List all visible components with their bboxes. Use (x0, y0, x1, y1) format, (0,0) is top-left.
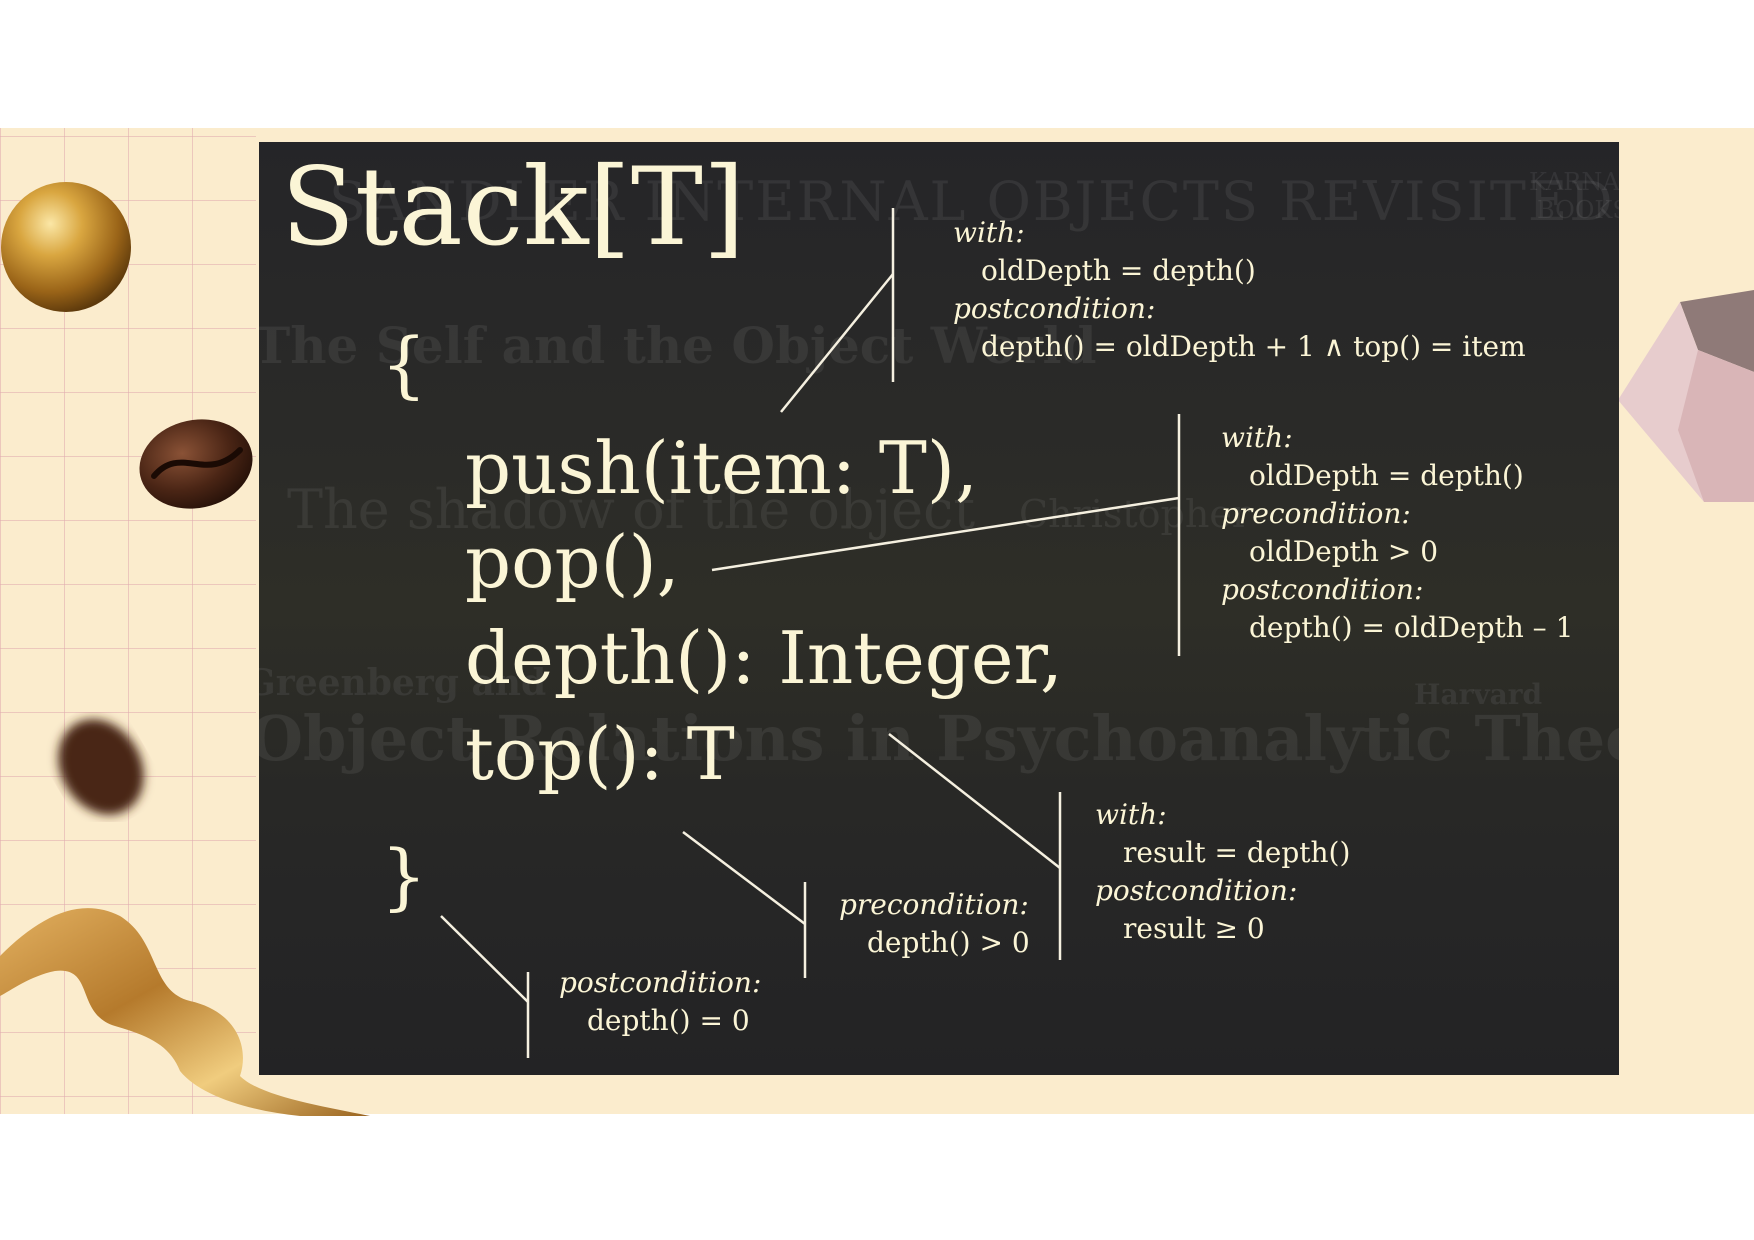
gold-ribbon-decoration (0, 908, 370, 1116)
method-top: top(): T (465, 712, 735, 796)
pop-with-expr: oldDepth = depth() (1249, 459, 1524, 492)
bg-book-title-7: Greenberg and (259, 662, 547, 704)
depth-post-label: postcondition: (1095, 874, 1298, 907)
depth-post-expr: result ≥ 0 (1123, 912, 1265, 945)
pink-cube-decoration (1618, 290, 1754, 502)
constructor-post-label: postcondition: (559, 966, 762, 999)
method-pop: pop(), (465, 520, 680, 604)
bg-book-title-2: KARNAC (1529, 168, 1619, 196)
open-brace: { (381, 322, 427, 406)
bg-book-title-1: SANDLER INTERNAL OBJECTS REVISITED (329, 170, 1615, 233)
push-with-label: with: (953, 216, 1025, 249)
pop-with-label: with: (1221, 421, 1293, 454)
push-contract: with: oldDepth = depth() postcondition: … (953, 214, 1526, 366)
constructor-post-expr: depth() = 0 (587, 1004, 750, 1037)
slide-title: Stack[T] (281, 145, 746, 270)
bg-book-title-5: The shadow of the object (287, 478, 976, 541)
push-post-label: postcondition: (953, 292, 1156, 325)
constructor-contract: postcondition: depth() = 0 (559, 964, 761, 1040)
coffee-bean-icon (139, 419, 253, 509)
bg-book-title-8: Object Relations in Psychoanalytic Theor… (259, 702, 1619, 775)
pop-pre-expr: oldDepth > 0 (1249, 535, 1439, 568)
top-pre-expr: depth() > 0 (867, 926, 1030, 959)
pop-post-expr: depth() = oldDepth – 1 (1249, 611, 1574, 644)
top-contract: precondition: depth() > 0 (839, 886, 1030, 962)
push-post-expr: depth() = oldDepth + 1 ∧ top() = item (981, 330, 1526, 363)
bg-book-title-3: BOOKS (1537, 196, 1619, 224)
bg-book-title-6: Christopher (1019, 492, 1250, 536)
bg-book-title-4: The Self and the Object World (259, 316, 1097, 375)
pop-pre-label: precondition: (1221, 497, 1411, 530)
bg-book-title-9: Harvard (1414, 678, 1543, 711)
depth-with-label: with: (1095, 798, 1167, 831)
blurred-coffee-bean-icon (58, 719, 144, 815)
depth-contract: with: result = depth() postcondition: re… (1095, 796, 1350, 948)
method-push: push(item: T), (465, 426, 978, 510)
close-brace: } (381, 834, 427, 918)
gold-sphere-decoration (1, 182, 131, 312)
code-slide: SANDLER INTERNAL OBJECTS REVISITED KARNA… (259, 142, 1619, 1075)
pop-post-label: postcondition: (1221, 573, 1424, 606)
annotation-connectors (440, 208, 1181, 1058)
method-depth: depth(): Integer, (465, 616, 1063, 700)
push-with-expr: oldDepth = depth() (981, 254, 1256, 287)
top-pre-label: precondition: (839, 888, 1029, 921)
pop-contract: with: oldDepth = depth() precondition: o… (1221, 419, 1573, 647)
depth-with-expr: result = depth() (1123, 836, 1351, 869)
